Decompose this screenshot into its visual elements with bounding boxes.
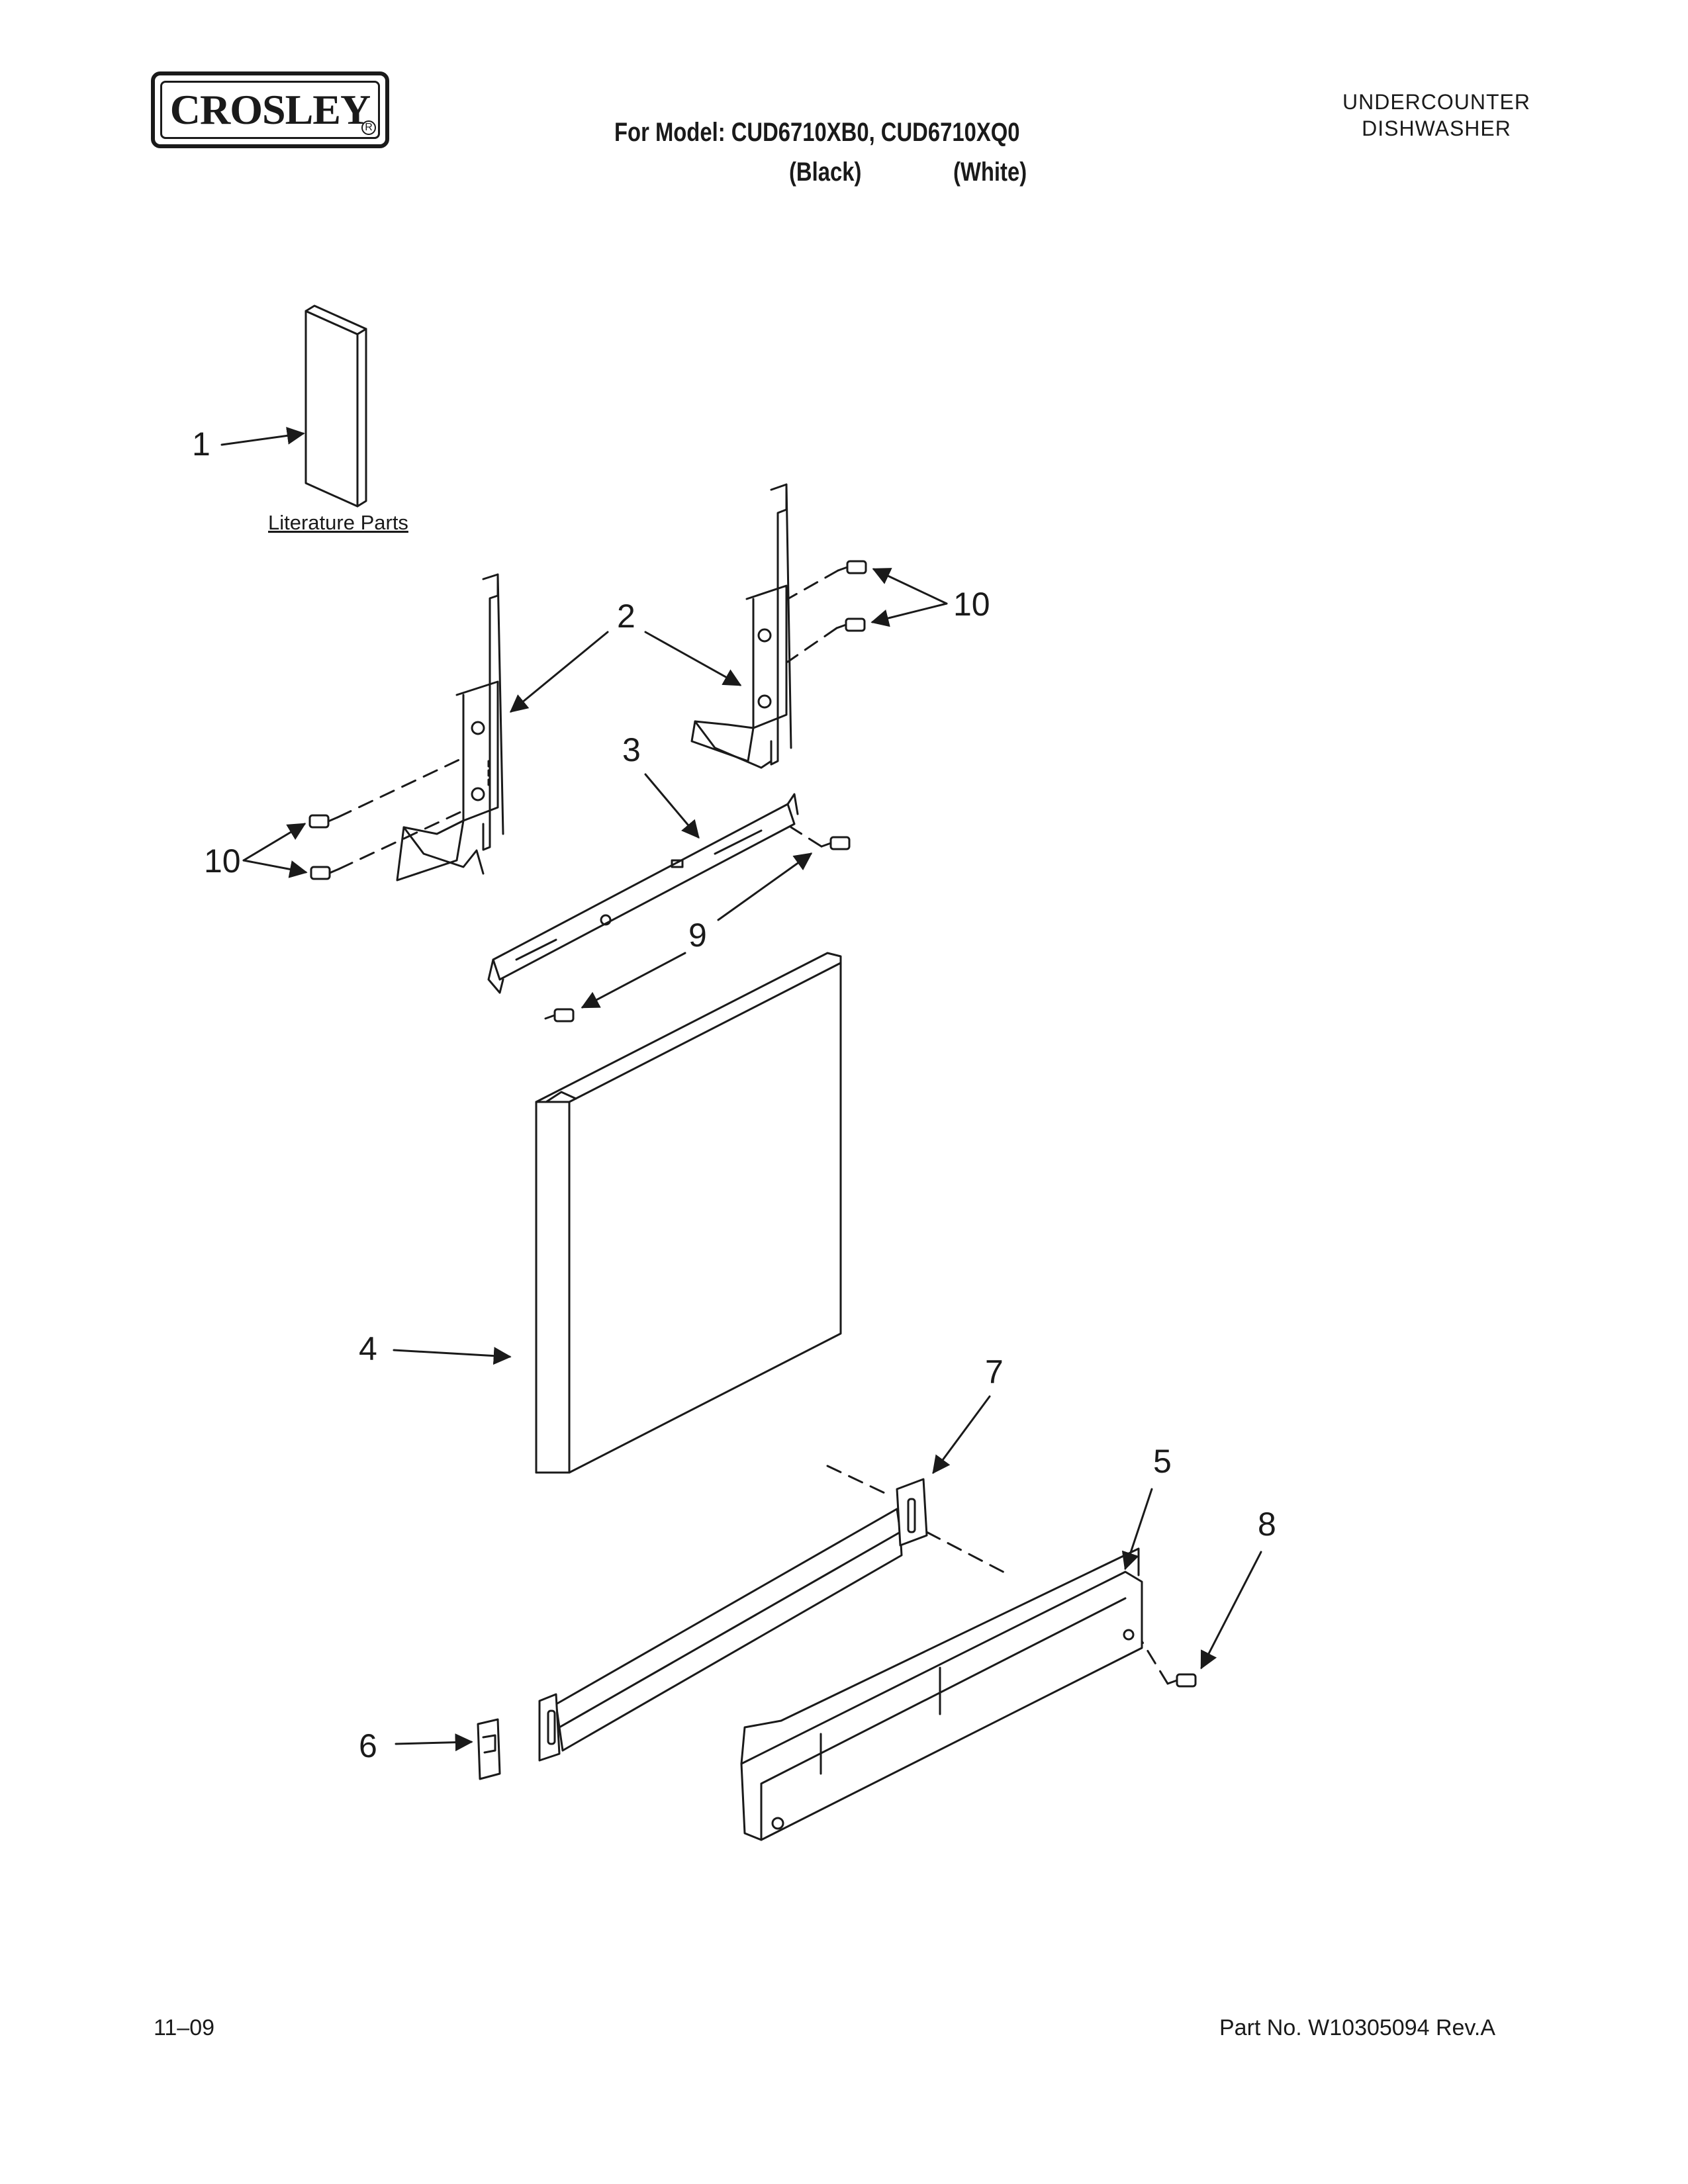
screw-icon-9a (820, 836, 851, 850)
door-panel (535, 952, 842, 1474)
callout-2: 2 (617, 598, 635, 635)
screw-icon-10d (835, 617, 866, 632)
registered-mark: R (361, 120, 376, 135)
toe-panel (538, 1478, 928, 1762)
screw-icon-10c (837, 560, 867, 574)
category-line-1: UNDERCOUNTER (1342, 90, 1530, 114)
right-hinge-bracket (690, 483, 792, 769)
mounting-rail (487, 793, 799, 994)
left-hinge-bracket (396, 573, 504, 882)
callout-6: 6 (359, 1727, 377, 1764)
screw-icon-8 (1166, 1673, 1197, 1688)
callout-5: 5 (1153, 1443, 1172, 1480)
color-black: (Black) (789, 158, 862, 187)
alignment-lines (336, 569, 1169, 1685)
literature-parts-label: Literature Parts (268, 511, 408, 534)
callout-8: 8 (1258, 1506, 1276, 1543)
callout-7: 7 (985, 1353, 1004, 1390)
callout-3: 3 (622, 731, 641, 768)
leader-lines (220, 426, 1262, 1752)
footer-part-number: Part No. W10305094 Rev.A (1219, 2015, 1496, 2040)
callout-4: 4 (359, 1330, 377, 1367)
logo-text: CROSLEY (169, 86, 371, 133)
logo-frame: CROSLEY (160, 81, 380, 139)
screw-icon-10a (308, 814, 339, 829)
callout-10-right: 10 (953, 586, 990, 623)
literature-booklet (305, 304, 367, 508)
callout-10-left: 10 (204, 842, 241, 880)
clip (477, 1718, 501, 1780)
callout-9: 9 (688, 917, 707, 954)
model-line: For Model: CUD6710XB0, CUD6710XQ0 (614, 118, 1020, 147)
color-white: (White) (953, 158, 1027, 187)
crosley-logo: CROSLEY R (151, 71, 389, 148)
callout-1: 1 (192, 426, 211, 463)
screw-icon-10b (310, 866, 340, 880)
footer-date: 11–09 (154, 2015, 215, 2040)
category-line-2: DISHWASHER (1362, 116, 1511, 140)
screw-icon-9b (544, 1008, 575, 1023)
